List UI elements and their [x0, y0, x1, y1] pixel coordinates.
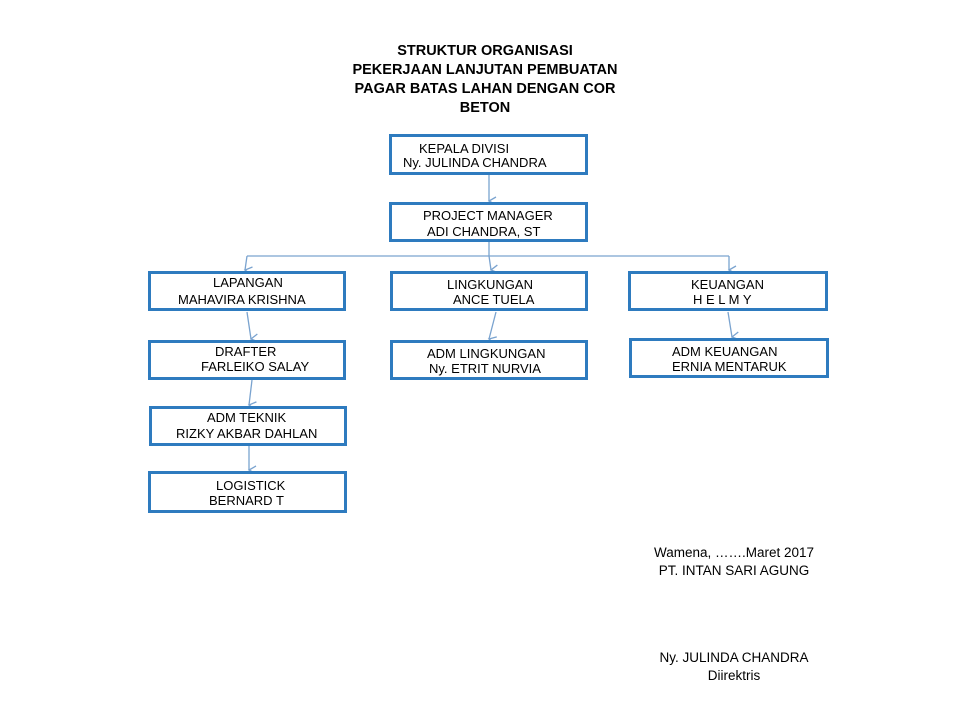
arrow-to-lapangan [243, 255, 253, 276]
adm-teknik-role: ADM TEKNIK [207, 410, 287, 425]
kepala-divisi-role: KEPALA DIVISI [419, 141, 510, 156]
keuangan-name: H E L M Y [693, 292, 752, 307]
project-manager-name: ADI CHANDRA, ST [427, 224, 541, 239]
signature-position: Diirektris [707, 668, 761, 683]
adm-keuangan-role: ADM KEUANGAN [672, 344, 778, 359]
box-lapangan: LAPANGAN MAHAVIRA KRISHNA [148, 271, 346, 311]
chart-title: STRUKTUR ORGANISASI PEKERJAAN LANJUTAN P… [330, 42, 640, 118]
lapangan-role: LAPANGAN [213, 275, 283, 290]
box-logistick: LOGISTICK BERNARD T [148, 471, 347, 513]
drafter-role: DRAFTER [215, 344, 277, 359]
box-adm-lingkungan: ADM LINGKUNGAN Ny. ETRIT NURVIA [390, 340, 588, 380]
box-adm-teknik: ADM TEKNIK RIZKY AKBAR DAHLAN [149, 406, 347, 446]
title-line-3: PAGAR BATAS LAHAN DENGAN COR [354, 81, 616, 97]
signature-company: PT. INTAN SARI AGUNG [658, 563, 810, 578]
logistick-name: BERNARD T [209, 493, 284, 508]
signature-signer-name: Ny. JULINDA CHANDRA [659, 650, 809, 665]
adm-lingkungan-role: ADM LINGKUNGAN [427, 346, 546, 361]
box-drafter: DRAFTER FARLEIKO SALAY [148, 340, 346, 380]
adm-lingkungan-name: Ny. ETRIT NURVIA [429, 361, 541, 376]
kepala-divisi-name: Ny. JULINDA CHANDRA [403, 155, 547, 170]
box-project-manager: PROJECT MANAGER ADI CHANDRA, ST [389, 202, 588, 242]
signature-place-date: Wamena, …….Maret 2017 [653, 545, 815, 560]
title-line-4: BETON [459, 100, 511, 116]
lingkungan-name: ANCE TUELA [453, 292, 535, 307]
arrow-lingkungan-to-adm-lingkungan [487, 311, 497, 346]
box-lingkungan: LINGKUNGAN ANCE TUELA [390, 271, 588, 311]
box-adm-keuangan: ADM KEUANGAN ERNIA MENTARUK [629, 338, 829, 378]
lapangan-name: MAHAVIRA KRISHNA [178, 292, 306, 307]
drafter-name: FARLEIKO SALAY [201, 359, 310, 374]
keuangan-role: KEUANGAN [691, 277, 764, 292]
title-line-1: STRUKTUR ORGANISASI [397, 43, 573, 59]
lingkungan-role: LINGKUNGAN [447, 277, 533, 292]
arrow-keuangan-to-adm-keuangan [727, 311, 740, 341]
adm-keuangan-name: ERNIA MENTARUK [672, 359, 787, 374]
adm-teknik-name: RIZKY AKBAR DAHLAN [176, 426, 318, 441]
project-manager-role: PROJECT MANAGER [423, 208, 553, 223]
title-line-2: PEKERJAAN LANJUTAN PEMBUATAN [352, 62, 618, 78]
logistick-role: LOGISTICK [216, 478, 286, 493]
arrow-drafter-to-adm-teknik [247, 379, 257, 411]
arrow-lapangan-to-drafter [246, 311, 259, 343]
box-kepala-divisi: KEPALA DIVISI Ny. JULINDA CHANDRA [389, 134, 588, 175]
box-keuangan: KEUANGAN H E L M Y [628, 271, 828, 311]
arrow-to-lingkungan [488, 255, 499, 274]
